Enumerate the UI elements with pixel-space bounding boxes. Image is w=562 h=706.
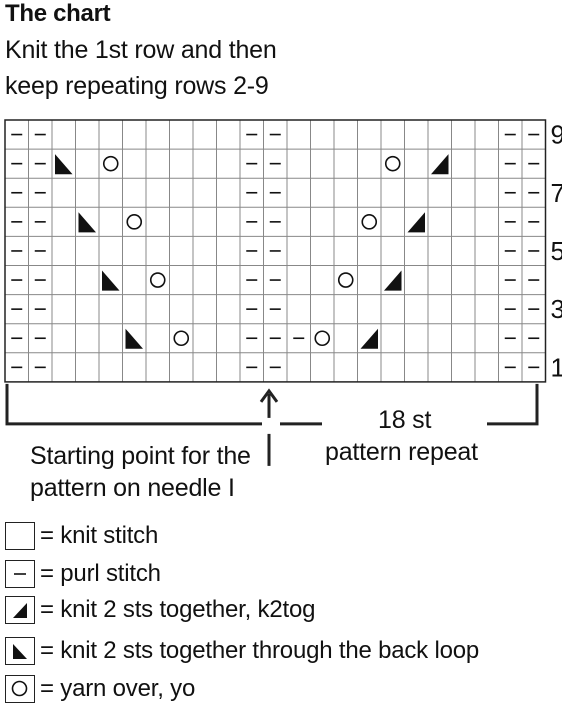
legend-k2tog: = knit 2 sts together, k2tog [5,595,315,625]
starting-point-arrow-head [259,388,279,403]
k2tog-tbl-symbol [55,154,73,175]
k2tog-symbol [384,270,402,291]
yarn-over-symbol [337,272,354,288]
k2tog-symbol [431,154,449,175]
repeat-label-line-2: pattern repeat [325,438,478,466]
k2tog-symbol [407,212,425,233]
repeat-bracket-left [5,383,262,426]
legend-knit-text: = knit stitch [40,522,159,549]
yarn-over-symbol [314,330,331,347]
instruction-line-1: Knit the 1st row and then [5,36,277,64]
row-label: 1. [551,352,562,382]
legend-purl: = purl stitch [5,559,161,589]
row-label: 3. [551,294,562,324]
instruction-line-2: keep repeating rows 2-9 [5,72,269,100]
legend-knit: = knit stitch [5,521,158,551]
k2tog-tbl-symbol [125,328,143,349]
row-label: 5. [551,236,562,266]
right-slant-triangle-icon [5,596,35,624]
row-label: 9. [551,120,562,150]
repeat-bracket-right [487,383,539,426]
empty-square-icon [5,522,35,550]
row-label: 7. [551,178,562,208]
k2tog-tbl-symbol [102,270,120,291]
yarn-over-symbol [173,330,190,347]
circle-icon [5,675,35,703]
legend-yo: = yarn over, yo [5,674,195,704]
legend-k2tog-text: = knit 2 sts together, k2tog [40,596,316,623]
legend-k2tog-tbl: = knit 2 sts together through the back l… [5,636,479,666]
k2tog-tbl-symbol [78,212,96,233]
dash-square-icon [5,560,35,588]
left-slant-triangle-icon [5,637,35,665]
starting-point-label-line-2: pattern on needle I [30,474,235,502]
chart-border [4,119,547,383]
legend-purl-text: = purl stitch [40,560,161,587]
yarn-over-symbol [149,272,166,288]
legend-yo-text: = yarn over, yo [40,675,196,702]
yarn-over-symbol [361,214,378,230]
yarn-over-symbol [126,214,143,230]
starting-point-label-line-1: Starting point for the [30,442,251,470]
yarn-over-symbol [384,155,401,172]
chart-title: The chart [5,0,111,27]
yarn-over-symbol [102,155,119,172]
legend-k2tog-tbl-text: = knit 2 sts together through the back l… [40,637,480,664]
k2tog-symbol [360,328,378,349]
repeat-label-line-1: 18 st [378,406,432,434]
